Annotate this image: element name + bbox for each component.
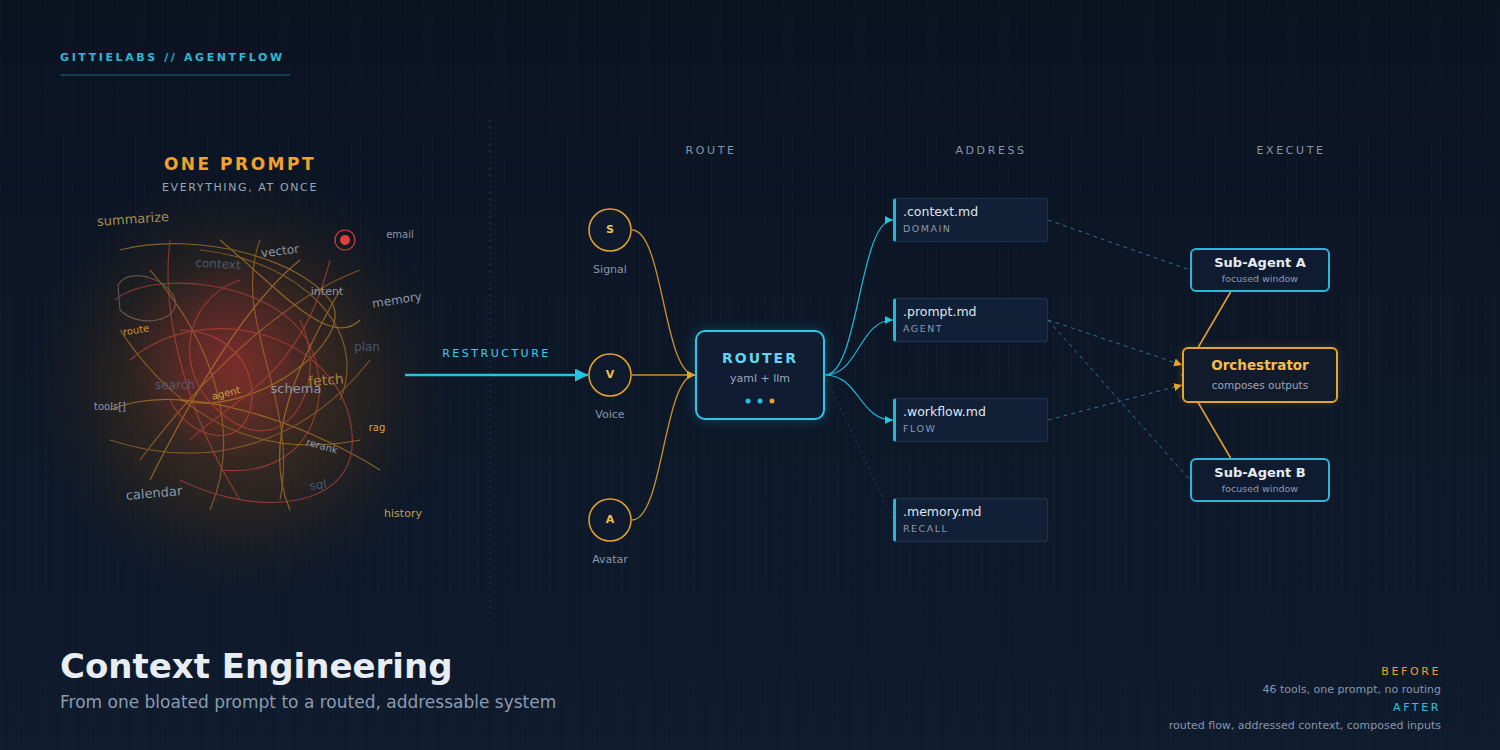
flow-connector bbox=[405, 374, 588, 377]
channel-circle: VVoice bbox=[588, 353, 632, 397]
node-subtext: AGENT bbox=[903, 323, 1047, 335]
prompt-keyword: schema bbox=[271, 380, 322, 397]
node-subtext: Signal bbox=[593, 263, 627, 277]
node-heading: .memory.md bbox=[903, 504, 1047, 520]
prompt-keyword: plan bbox=[354, 339, 380, 355]
flow-connector bbox=[1048, 320, 1190, 480]
circle-shape bbox=[589, 354, 631, 396]
diagram-title: Context Engineering bbox=[60, 646, 453, 686]
footer-label: BEFORE bbox=[1381, 665, 1441, 679]
node-heading: Orchestrator bbox=[1184, 357, 1336, 374]
prompt-keyword: rag bbox=[369, 421, 386, 434]
decor-circle bbox=[340, 235, 350, 245]
sub-agent-box: Sub-Agent A focused window bbox=[1190, 248, 1330, 292]
node-subtext: yaml + llm bbox=[697, 372, 823, 386]
prompt-keyword: sql bbox=[308, 476, 327, 494]
node-heading: ROUTER bbox=[697, 349, 823, 367]
prompt-glow bbox=[25, 170, 455, 600]
decor-path bbox=[220, 240, 360, 328]
flow-connector bbox=[632, 374, 695, 375]
column-label: ADDRESS bbox=[955, 144, 1026, 158]
decor-circle bbox=[335, 230, 355, 250]
column-label: EXECUTE bbox=[1256, 144, 1325, 158]
node-heading: .context.md bbox=[903, 204, 1047, 220]
node-subtext: EVERYTHING, AT ONCE bbox=[75, 180, 405, 196]
sub-agent-box: Sub-Agent B focused window bbox=[1190, 458, 1330, 502]
node-heading: Sub-Agent B bbox=[1192, 465, 1328, 481]
footer-label: AFTER bbox=[1393, 701, 1441, 715]
node-subtext: Avatar bbox=[592, 553, 628, 567]
channel-circle: AAvatar bbox=[588, 498, 632, 542]
node-heading: .prompt.md bbox=[903, 304, 1047, 320]
node-subtext: focused window bbox=[1192, 273, 1328, 284]
orchestrator-box: Orchestrator composes outputs bbox=[1182, 347, 1338, 403]
flow-connector bbox=[1048, 220, 1190, 270]
node-subtext: FLOW bbox=[903, 423, 1047, 435]
context-file-box: .context.mdDOMAIN bbox=[893, 198, 1048, 242]
footer-label: 46 tools, one prompt, no routing bbox=[1262, 683, 1441, 697]
flow-connector bbox=[632, 375, 695, 520]
node-subtext: Voice bbox=[595, 408, 624, 422]
node-heading: S bbox=[588, 208, 632, 252]
column-label: ROUTE bbox=[685, 144, 736, 158]
decor-path bbox=[120, 244, 335, 404]
router-box: ROUTER yaml + llm bbox=[695, 330, 825, 420]
circle-shape bbox=[589, 209, 631, 251]
decor-path bbox=[130, 329, 352, 503]
decor-path bbox=[200, 250, 347, 400]
tangled-scribbles bbox=[110, 240, 380, 510]
decor-path bbox=[118, 276, 175, 321]
node-heading: A bbox=[588, 498, 632, 542]
prompt-keyword: intent bbox=[311, 285, 343, 299]
node-subtext: DOMAIN bbox=[903, 223, 1047, 235]
flow-connector bbox=[825, 320, 893, 375]
flow-connector bbox=[825, 220, 893, 375]
node-subtext: focused window bbox=[1192, 483, 1328, 494]
section-divider bbox=[490, 120, 491, 625]
edge-label: RESTRUCTURE bbox=[442, 347, 551, 361]
channel-circle: SSignal bbox=[588, 208, 632, 252]
diagram-caption: From one bloated prompt to a routed, add… bbox=[60, 691, 556, 713]
node-heading: V bbox=[588, 353, 632, 397]
node-heading: Sub-Agent A bbox=[1192, 255, 1328, 271]
prompt-keyword: email bbox=[386, 228, 414, 241]
node-subtext: RECALL bbox=[903, 523, 1047, 535]
decor-path bbox=[120, 330, 360, 445]
flow-connector bbox=[1048, 385, 1182, 420]
prompt-keyword: tools[] bbox=[94, 400, 126, 413]
flow-connector bbox=[632, 230, 695, 375]
context-file-box: .workflow.mdFLOW bbox=[893, 398, 1048, 442]
decor-path bbox=[168, 240, 240, 500]
prompt-keyword: search bbox=[155, 377, 195, 393]
header-rule bbox=[60, 75, 290, 76]
decor-path bbox=[115, 283, 319, 471]
context-file-box: .prompt.mdAGENT bbox=[893, 298, 1048, 342]
decor-path bbox=[280, 290, 340, 510]
header-label: GITTIELABS // AGENTFLOW bbox=[60, 51, 285, 65]
node-subtext: composes outputs bbox=[1184, 379, 1336, 391]
node-heading: .workflow.md bbox=[903, 404, 1047, 420]
flow-connector bbox=[825, 375, 893, 520]
alert-marker bbox=[335, 230, 355, 250]
context-file-box: .memory.mdRECALL bbox=[893, 498, 1048, 542]
circle-shape bbox=[589, 499, 631, 541]
prompt-keyword: history bbox=[384, 507, 422, 521]
flow-connector bbox=[1048, 320, 1182, 365]
footer-label: routed flow, addressed context, composed… bbox=[1169, 719, 1441, 733]
decor-path bbox=[110, 360, 370, 453]
prompt-keyword: context bbox=[195, 255, 241, 273]
decor-path bbox=[190, 260, 330, 440]
node-heading: ONE PROMPT bbox=[75, 153, 405, 175]
